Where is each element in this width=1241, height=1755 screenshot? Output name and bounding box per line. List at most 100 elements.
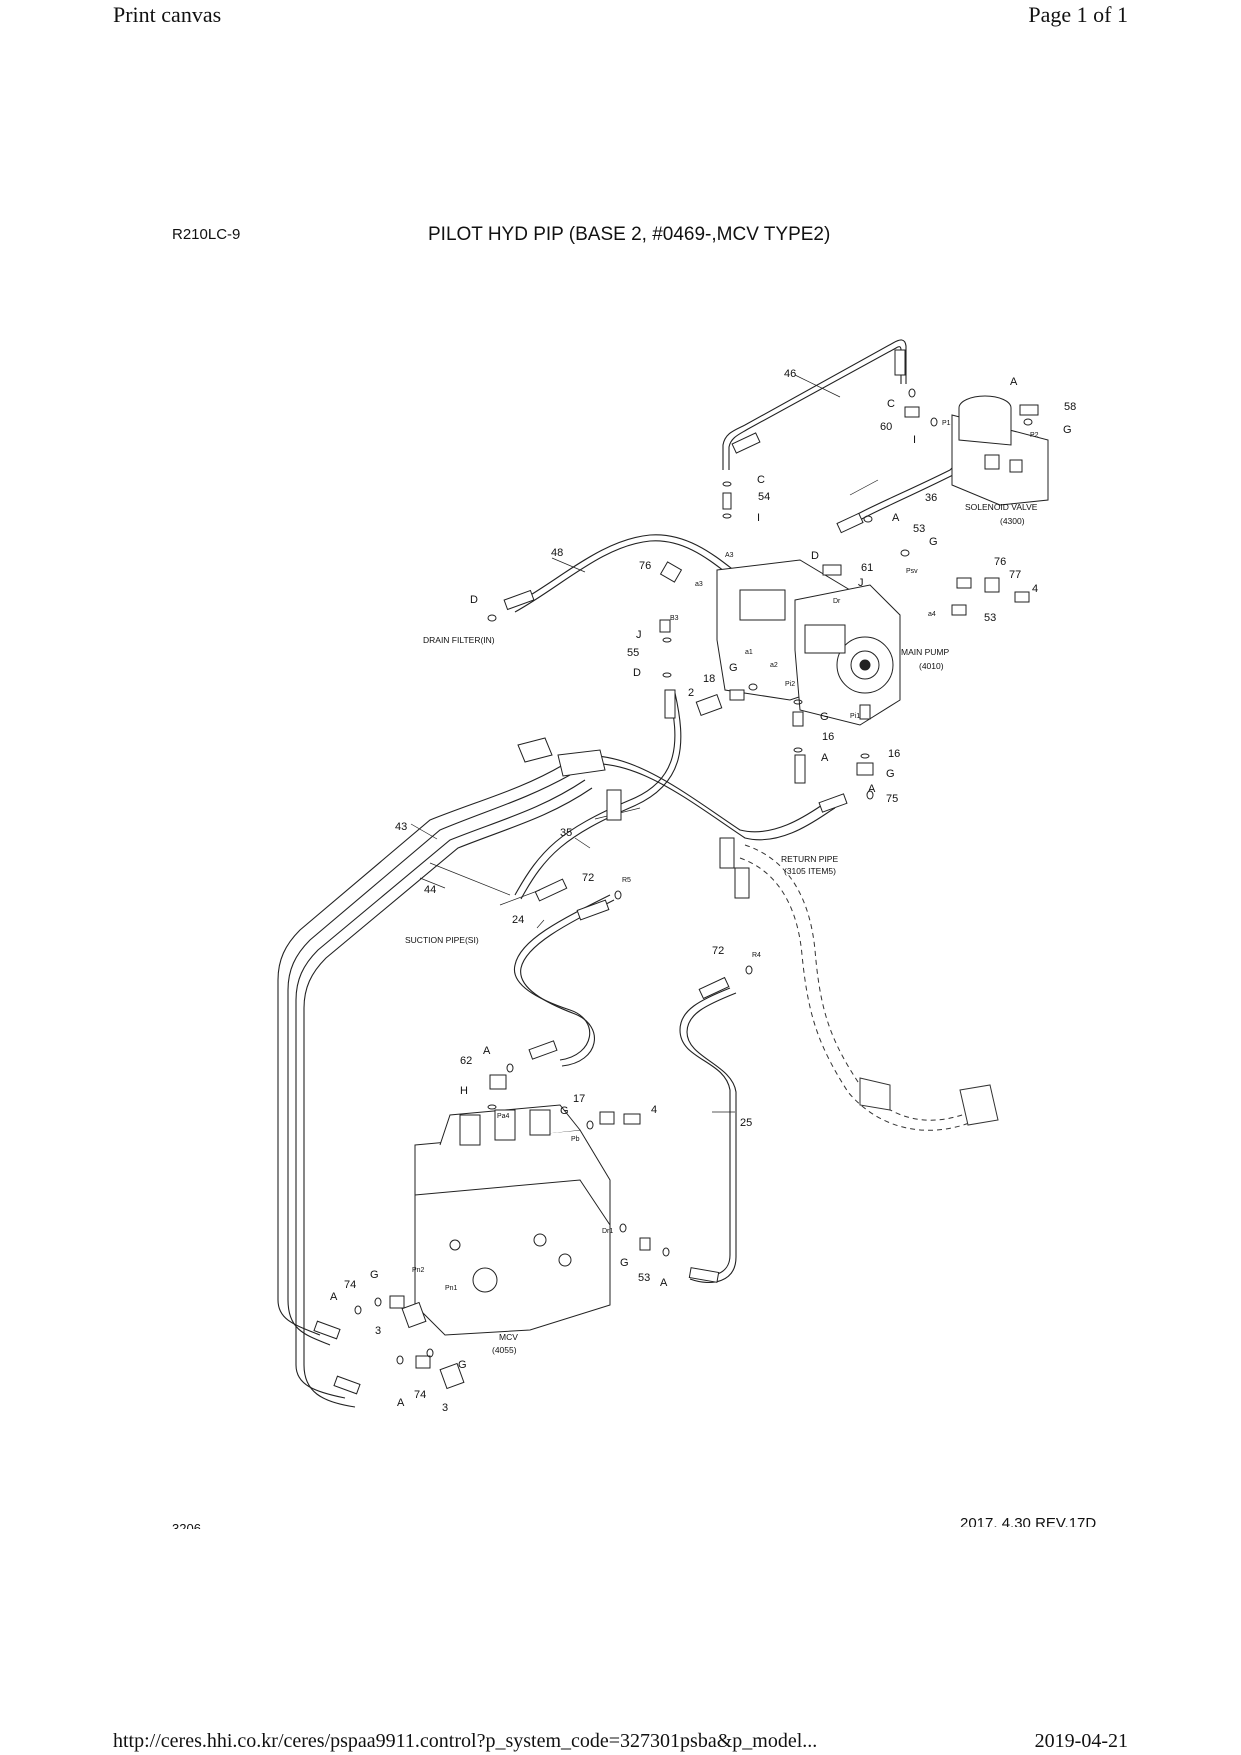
port-label-a4: a4 xyxy=(928,611,936,618)
mcv-code: (4055) xyxy=(492,1345,517,1355)
callout-72: 72 xyxy=(712,945,724,957)
callout-53: 53 xyxy=(638,1272,650,1284)
callout-35: 35 xyxy=(560,827,572,839)
port-label-A3: A3 xyxy=(725,552,734,559)
callout-A: A xyxy=(397,1397,405,1409)
hose-24-inner xyxy=(520,899,615,1067)
footer-url: http://ceres.hhi.co.kr/ceres/pspaa9911.c… xyxy=(113,1730,818,1752)
callout-72: 72 xyxy=(582,872,594,884)
main-pump-code: (4010) xyxy=(919,661,944,671)
main-pump-body xyxy=(716,559,901,726)
print-header-page-count: Page 1 of 1 xyxy=(1028,2,1128,27)
pilot-line-upper-2 xyxy=(564,762,836,841)
callout-25: 25 xyxy=(740,1117,752,1129)
callout-D: D xyxy=(811,550,819,562)
port-label-P1: P1 xyxy=(942,420,951,427)
hose-44-b xyxy=(295,779,586,1399)
callout-58: 58 xyxy=(1064,401,1076,413)
port-label-Pb: Pb xyxy=(571,1136,580,1143)
return-pipe-label: RETURN PIPE xyxy=(781,854,838,864)
port-label-Pn2: Pn2 xyxy=(412,1267,425,1274)
callout-4: 4 xyxy=(1032,583,1038,595)
port-label-B3: B3 xyxy=(670,615,679,622)
callout-D: D xyxy=(470,594,478,606)
drawing-page-number: 3206 xyxy=(172,1521,201,1529)
callout-24: 24 xyxy=(512,914,524,926)
callout-16: 16 xyxy=(822,731,834,743)
footer-date: 2019-04-21 xyxy=(1034,1730,1128,1752)
callout-60: 60 xyxy=(880,421,892,433)
solenoid-valve-code: (4300) xyxy=(1000,516,1025,526)
callout-17: 17 xyxy=(573,1093,585,1105)
callout-75: 75 xyxy=(886,793,898,805)
callout-2: 2 xyxy=(688,687,694,699)
callout-G: G xyxy=(729,662,738,674)
callout-4: 4 xyxy=(651,1104,657,1116)
callout-G: G xyxy=(370,1269,379,1281)
callout-36: 36 xyxy=(925,492,937,504)
component-captions: SOLENOID VALVE (4300) MAIN PUMP (4010) M… xyxy=(405,502,1038,1355)
callout-labels: 46 A 58 C 60 G I 36 C 54 I A 53 G 48 76 … xyxy=(330,368,1076,1414)
pilot-line-upper xyxy=(559,754,831,833)
callout-I: I xyxy=(913,434,916,446)
manifold-block xyxy=(517,737,750,899)
callout-C: C xyxy=(757,474,765,486)
return-pipe-code: (3105 ITEM5) xyxy=(784,866,836,876)
suction-pipe-label: SUCTION PIPE(SI) xyxy=(405,935,479,945)
callout-3: 3 xyxy=(375,1325,381,1337)
callout-D: D xyxy=(633,667,641,679)
port-label-Dr: Dr xyxy=(833,598,841,605)
callout-43: 43 xyxy=(395,821,407,833)
return-pipe-flange xyxy=(859,1077,999,1126)
callout-A: A xyxy=(330,1291,338,1303)
port-labels: P1 P2 A3 a3 Dr Psv a4 B3 a1 a2 Pi2 Pi1 R… xyxy=(412,420,1039,1292)
callout-18: 18 xyxy=(703,673,715,685)
callout-53: 53 xyxy=(984,612,996,624)
callout-A: A xyxy=(892,512,900,524)
callout-H: H xyxy=(460,1085,468,1097)
port-label-Dr1: Dr1 xyxy=(602,1228,613,1235)
port-label-a1: a1 xyxy=(745,649,753,656)
hose-43 xyxy=(277,764,564,1336)
main-pump-label: MAIN PUMP xyxy=(901,647,950,657)
port-label-R4: R4 xyxy=(752,952,761,959)
callout-G: G xyxy=(1063,424,1072,436)
hose-24 xyxy=(513,894,611,1061)
port-label-Pa4: Pa4 xyxy=(497,1113,510,1120)
hose-44-c xyxy=(303,787,593,1408)
hose-25 xyxy=(679,987,731,1277)
port-label-Pi2: Pi2 xyxy=(785,681,795,688)
drain-filter-label: DRAIN FILTER(IN) xyxy=(423,635,495,645)
callout-J: J xyxy=(858,577,864,589)
callout-62: 62 xyxy=(460,1055,472,1067)
callout-A: A xyxy=(660,1277,668,1289)
port-label-a3: a3 xyxy=(695,581,703,588)
port-label-P2: P2 xyxy=(1030,432,1039,439)
solenoid-valve-body xyxy=(951,395,1049,506)
hose-46-inner xyxy=(728,346,902,470)
callout-A: A xyxy=(483,1045,491,1057)
callout-44: 44 xyxy=(424,884,436,896)
callout-55: 55 xyxy=(627,647,639,659)
hose-35 xyxy=(514,692,676,896)
callout-J: J xyxy=(636,629,642,641)
mcv-body xyxy=(414,1104,611,1336)
port-label-a2: a2 xyxy=(770,662,778,669)
print-header-title: Print canvas xyxy=(113,2,222,27)
port-label-Pn1: Pn1 xyxy=(445,1285,458,1292)
return-pipe xyxy=(744,844,976,1121)
callout-G: G xyxy=(820,711,829,723)
fittings xyxy=(389,404,1039,1390)
callout-53: 53 xyxy=(913,523,925,535)
callout-54: 54 xyxy=(758,491,770,503)
callout-A: A xyxy=(1010,376,1018,388)
callout-74: 74 xyxy=(344,1279,356,1291)
hose-25-inner xyxy=(686,992,737,1283)
callout-74: 74 xyxy=(414,1389,426,1401)
page-title: PILOT HYD PIP (BASE 2, #0469-,MCV TYPE2) xyxy=(428,224,831,245)
return-pipe-inner xyxy=(739,857,973,1131)
solenoid-valve-label: SOLENOID VALVE xyxy=(965,502,1038,512)
callout-G: G xyxy=(620,1257,629,1269)
callout-46: 46 xyxy=(784,368,796,380)
callout-76: 76 xyxy=(994,556,1006,568)
